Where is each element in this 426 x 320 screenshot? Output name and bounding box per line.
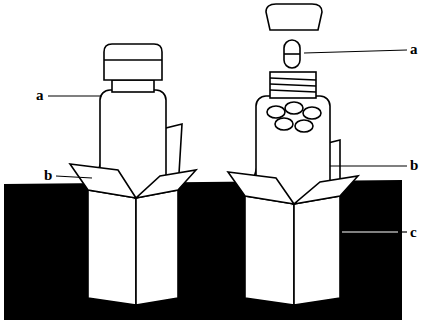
part-label: a: [410, 41, 418, 57]
left-package: [70, 44, 196, 305]
part-label: b: [44, 167, 52, 183]
leader-lines: [48, 50, 407, 232]
floor-surface: [4, 180, 402, 320]
part-label: c: [410, 224, 417, 240]
part-label: b: [410, 157, 418, 173]
right-package: [228, 4, 358, 305]
part-label: a: [36, 87, 44, 103]
